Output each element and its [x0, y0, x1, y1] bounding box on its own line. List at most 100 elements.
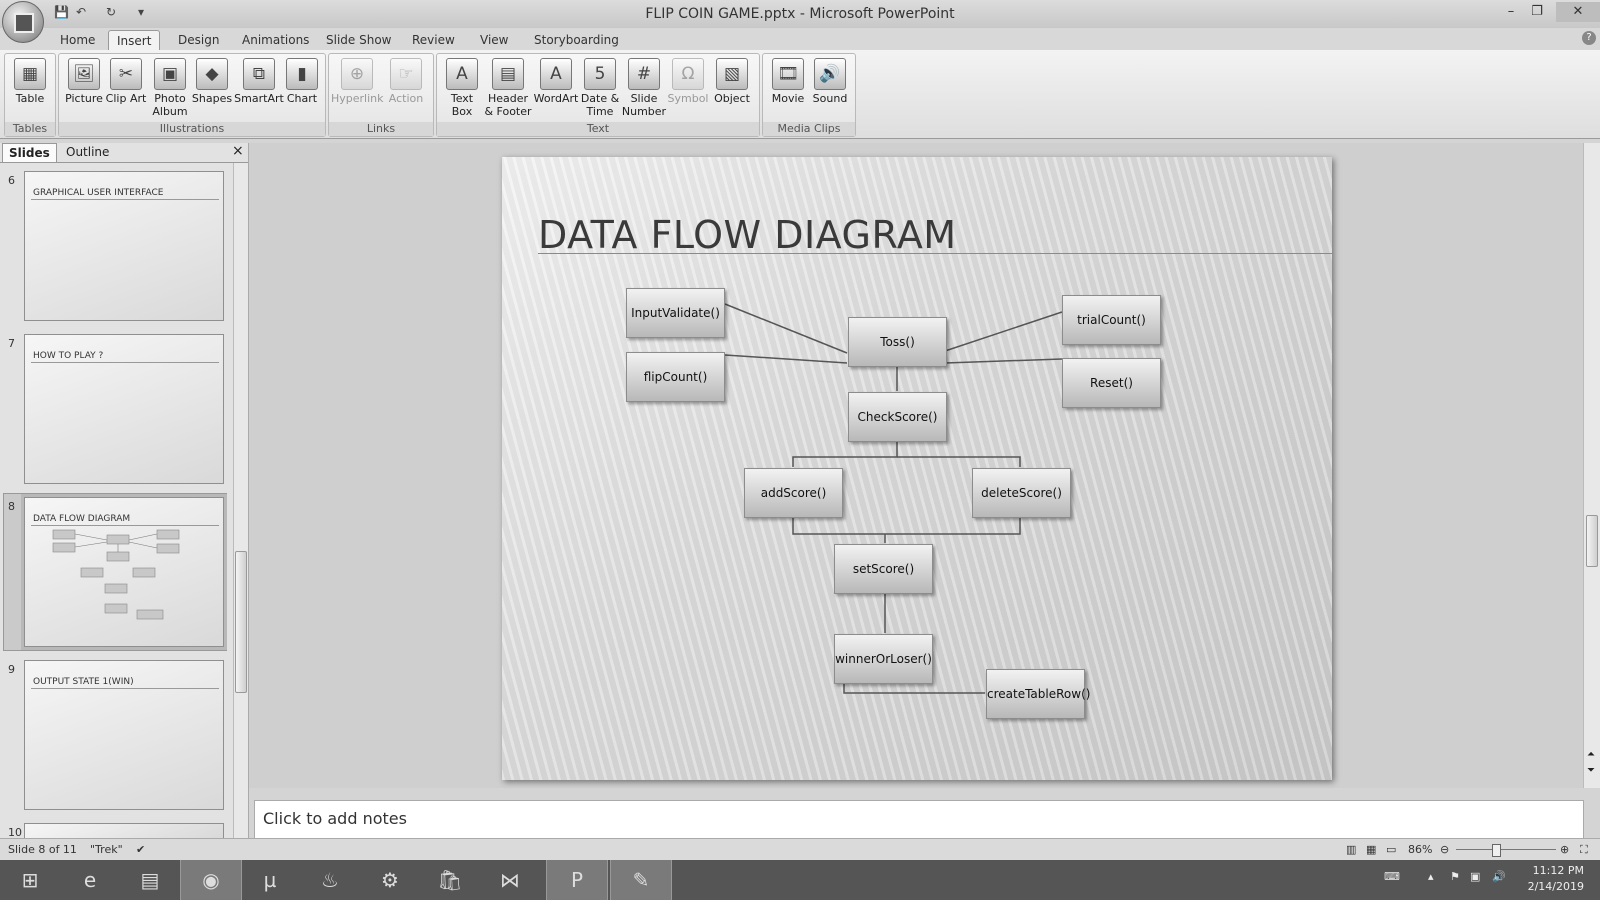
tab-outline[interactable]: Outline	[66, 145, 110, 159]
zoom-out-icon[interactable]: ⊖	[1440, 843, 1450, 856]
slide-number-button[interactable]: #Slide Number	[621, 56, 667, 122]
tab-review[interactable]: Review	[412, 33, 455, 47]
node-reset[interactable]: Reset()	[1062, 358, 1161, 408]
visual-studio-icon[interactable]: ⋈	[500, 868, 520, 892]
node-create-table-row[interactable]: createTableRow()	[986, 669, 1090, 719]
tab-design[interactable]: Design	[178, 33, 220, 47]
minimize-button[interactable]: –	[1507, 4, 1515, 19]
slides-pane-scroll-thumb[interactable]	[235, 551, 247, 693]
store-icon[interactable]: 🛍	[437, 868, 463, 892]
group-media-clips: 🎞Movie 🔊Sound Media Clips	[762, 53, 856, 137]
tab-slide-show[interactable]: Slide Show	[326, 33, 392, 47]
volume-icon[interactable]: 🔊	[1492, 870, 1506, 883]
slide-thumbnail-10[interactable]	[24, 823, 224, 838]
speaker-icon: 🔊	[814, 58, 846, 90]
picture-button[interactable]: 🖼Picture	[61, 56, 107, 122]
zoom-in-icon[interactable]: ⊕	[1560, 843, 1570, 856]
powerpoint-taskbar-icon[interactable]: P	[546, 860, 608, 900]
smartart-button[interactable]: ⧉SmartArt	[233, 56, 285, 122]
slides-pane-scrollbar[interactable]	[233, 163, 248, 838]
object-button[interactable]: ▧Object	[709, 56, 755, 122]
tray-expand-icon[interactable]: ▴	[1428, 870, 1434, 883]
close-pane-icon[interactable]: ×	[232, 143, 244, 159]
node-delete-score[interactable]: deleteScore()	[972, 468, 1071, 518]
slide-thumbnail-9[interactable]: OUTPUT STATE 1(WIN)	[24, 660, 224, 810]
slide-thumbnail-8[interactable]: DATA FLOW DIAGRAM	[21, 494, 227, 650]
sound-button[interactable]: 🔊Sound	[807, 56, 853, 122]
table-button[interactable]: ▦Table	[7, 56, 53, 122]
node-add-score[interactable]: addScore()	[744, 468, 843, 518]
photo-album-button[interactable]: ▣Photo Album	[147, 56, 193, 122]
file-explorer-icon[interactable]: ▤	[140, 868, 160, 892]
popcorn-icon[interactable]: ♨	[321, 868, 339, 892]
chart-icon: ▮	[286, 58, 318, 90]
restore-button[interactable]: ❐	[1531, 4, 1543, 19]
header-footer-button[interactable]: ▤Header & Footer	[483, 56, 533, 122]
node-trial-count[interactable]: trialCount()	[1062, 295, 1161, 345]
hyperlink-button[interactable]: ⊕Hyperlink	[331, 56, 384, 122]
slide-area-scroll-thumb[interactable]	[1586, 515, 1598, 567]
ribbon-tabs: Home Insert Design Animations Slide Show…	[0, 28, 1600, 51]
tab-storyboarding[interactable]: Storyboarding	[534, 33, 619, 47]
internet-explorer-icon[interactable]: e	[83, 868, 97, 892]
action-center-flag-icon[interactable]: ⚑	[1450, 870, 1460, 883]
tab-view[interactable]: View	[480, 33, 509, 47]
action-button[interactable]: ☞Action	[383, 56, 429, 122]
diagram-connectors	[724, 303, 1063, 694]
node-set-score[interactable]: setScore()	[834, 544, 933, 594]
chart-button[interactable]: ▮Chart	[279, 56, 325, 122]
slide-thumbnail-7[interactable]: HOW TO PLAY ?	[24, 334, 224, 484]
close-button[interactable]: ✕	[1556, 2, 1600, 22]
tab-slides[interactable]: Slides	[2, 143, 57, 162]
node-input-validate[interactable]: InputValidate()	[626, 288, 725, 338]
customize-qat-icon[interactable]: ▾	[137, 5, 145, 19]
paint-icon[interactable]: ✎	[610, 860, 672, 900]
slide-thumbnail-6[interactable]: GRAPHICAL USER INTERFACE	[24, 171, 224, 321]
undo-icon[interactable]: ↶	[75, 5, 87, 19]
keyboard-icon[interactable]: ⌨	[1384, 870, 1400, 883]
slides-pane: Slides Outline × 6 GRAPHICAL USER INTERF…	[0, 143, 249, 839]
normal-view-icon[interactable]: ▥	[1346, 843, 1357, 856]
save-icon[interactable]: 💾	[54, 5, 69, 19]
slide-canvas[interactable]: DATA FLOW DIAGRAM InputValidate() flipCo…	[502, 157, 1332, 780]
notes-pane[interactable]: Click to add notes	[254, 800, 1584, 839]
next-slide-icon[interactable]: ⏷	[1587, 765, 1595, 776]
slide-area-scrollbar[interactable]: ⏶ ⏷	[1583, 143, 1600, 788]
windows-start-icon[interactable]: ⊞	[21, 868, 39, 892]
fit-to-window-icon[interactable]: ⛶	[1580, 843, 1588, 856]
previous-slide-icon[interactable]: ⏶	[1587, 749, 1595, 760]
zoom-level[interactable]: 86%	[1408, 843, 1433, 856]
chrome-icon[interactable]: ◉	[180, 860, 242, 900]
node-flip-count[interactable]: flipCount()	[626, 352, 725, 402]
node-winner-or-loser[interactable]: winnerOrLoser()	[834, 634, 933, 684]
slideshow-view-icon[interactable]: ▭	[1386, 843, 1397, 856]
zoom-slider-track[interactable]	[1456, 849, 1556, 850]
help-icon[interactable]: ?	[1582, 31, 1596, 45]
clock-date[interactable]: 2/14/2019	[1527, 880, 1584, 893]
tab-insert[interactable]: Insert	[108, 30, 161, 51]
tab-home[interactable]: Home	[60, 33, 96, 47]
spell-check-icon[interactable]: ✔	[136, 843, 146, 856]
group-links: ⊕Hyperlink ☞Action Links	[328, 53, 434, 137]
redo-icon[interactable]: ↻	[105, 5, 117, 19]
node-toss[interactable]: Toss()	[848, 317, 947, 367]
utorrent-icon[interactable]: µ	[263, 868, 277, 892]
clip-art-button[interactable]: ✂Clip Art	[103, 56, 149, 122]
ribbon: ▦Table Tables 🖼Picture ✂Clip Art ▣Photo …	[0, 50, 1600, 139]
table-icon: ▦	[14, 58, 46, 90]
slide-title[interactable]: DATA FLOW DIAGRAM	[538, 213, 957, 257]
clock-time[interactable]: 11:12 PM	[1532, 864, 1584, 877]
shapes-button[interactable]: ◆Shapes	[189, 56, 235, 122]
network-icon[interactable]: ▣	[1470, 870, 1481, 883]
office-button[interactable]	[2, 1, 44, 43]
slide-sorter-icon[interactable]: ▦	[1366, 843, 1377, 856]
node-check-score[interactable]: CheckScore()	[848, 392, 947, 442]
tab-animations[interactable]: Animations	[242, 33, 310, 47]
movie-button[interactable]: 🎞Movie	[765, 56, 811, 122]
zoom-slider-handle[interactable]	[1492, 844, 1501, 857]
control-panel-icon[interactable]: ⚙	[381, 868, 399, 892]
